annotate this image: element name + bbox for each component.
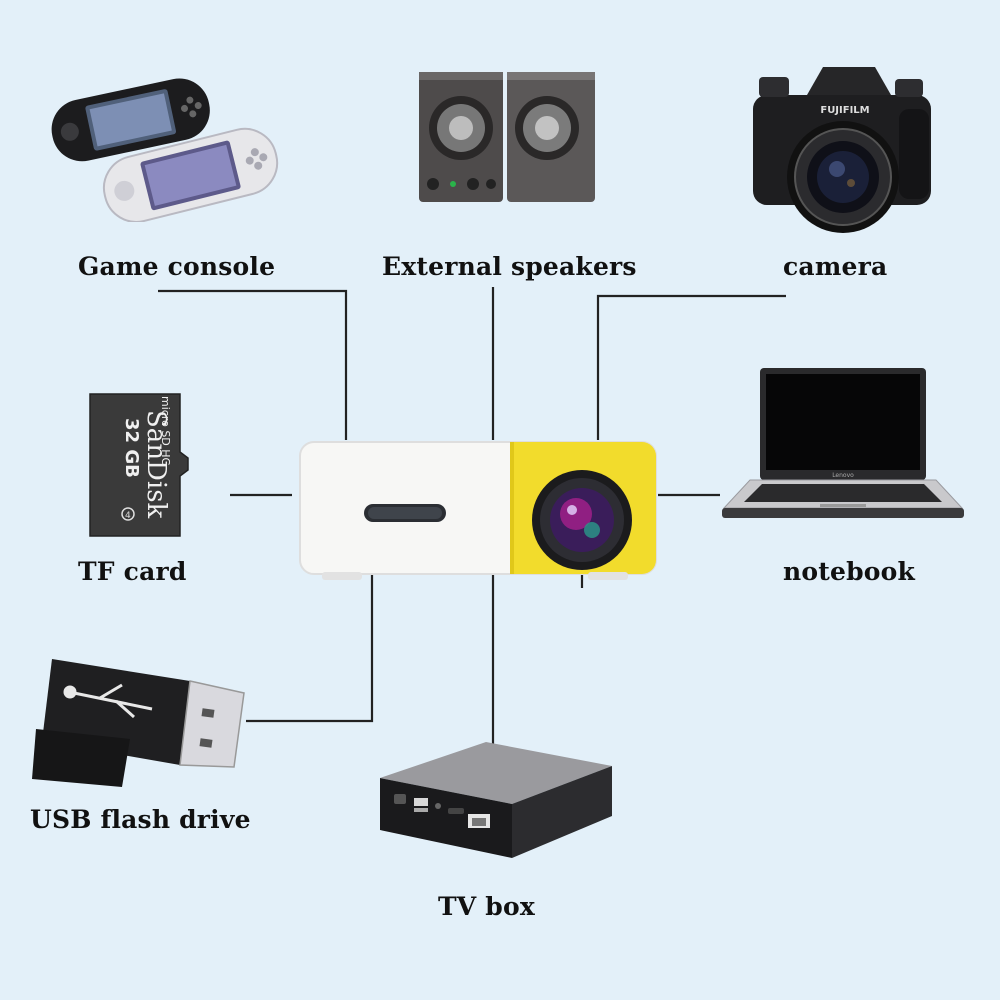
camera-icon: FUJIFILM — [753, 67, 931, 233]
laptop-brand: Lenovo — [832, 472, 854, 479]
label-camera: camera — [783, 252, 888, 281]
laptop-icon: Lenovo — [722, 368, 964, 518]
game-console-illustration — [51, 78, 279, 222]
sd-type: micro SD HC — [159, 396, 172, 466]
line-game-console — [158, 289, 348, 440]
line-camera — [596, 294, 786, 440]
black-handheld-icon — [51, 78, 210, 162]
right-speaker-icon — [507, 72, 595, 202]
label-game-console: Game console — [78, 252, 276, 281]
left-speaker-icon — [419, 72, 503, 202]
camera-illustration: FUJIFILM — [753, 67, 931, 233]
label-external-speakers: External speakers — [382, 252, 637, 281]
projector-icon — [299, 441, 657, 580]
tf-card-illustration: SanDisk 32 GB micro SD HC 4 — [89, 393, 189, 537]
camera-brand: FUJIFILM — [820, 105, 869, 116]
speakers-illustration — [419, 72, 595, 202]
notebook-illustration: Lenovo — [722, 368, 964, 518]
label-notebook: notebook — [783, 557, 916, 586]
tv-box-illustration — [380, 742, 612, 858]
usb-symbol-icon — [63, 683, 153, 719]
label-tf-card: TF card — [78, 557, 187, 586]
projector-lens-icon — [532, 470, 632, 570]
line-usb-flash-drive — [246, 575, 374, 723]
label-usb-flash-drive: USB flash drive — [30, 805, 251, 834]
usb-flash-drive-illustration — [32, 659, 245, 787]
tv-box-icon — [380, 742, 612, 858]
white-handheld-icon — [102, 127, 279, 222]
sd-brand: SanDisk — [141, 410, 171, 519]
projector-illustration — [299, 441, 657, 580]
label-tv-box: TV box — [438, 892, 535, 921]
sd-capacity: 32 GB — [121, 418, 142, 478]
sd-class-icon — [121, 507, 135, 521]
microsd-card-icon: SanDisk 32 GB micro SD HC 4 — [89, 393, 189, 537]
usb-drive-icon — [32, 659, 245, 787]
sd-class: 4 — [125, 511, 131, 521]
